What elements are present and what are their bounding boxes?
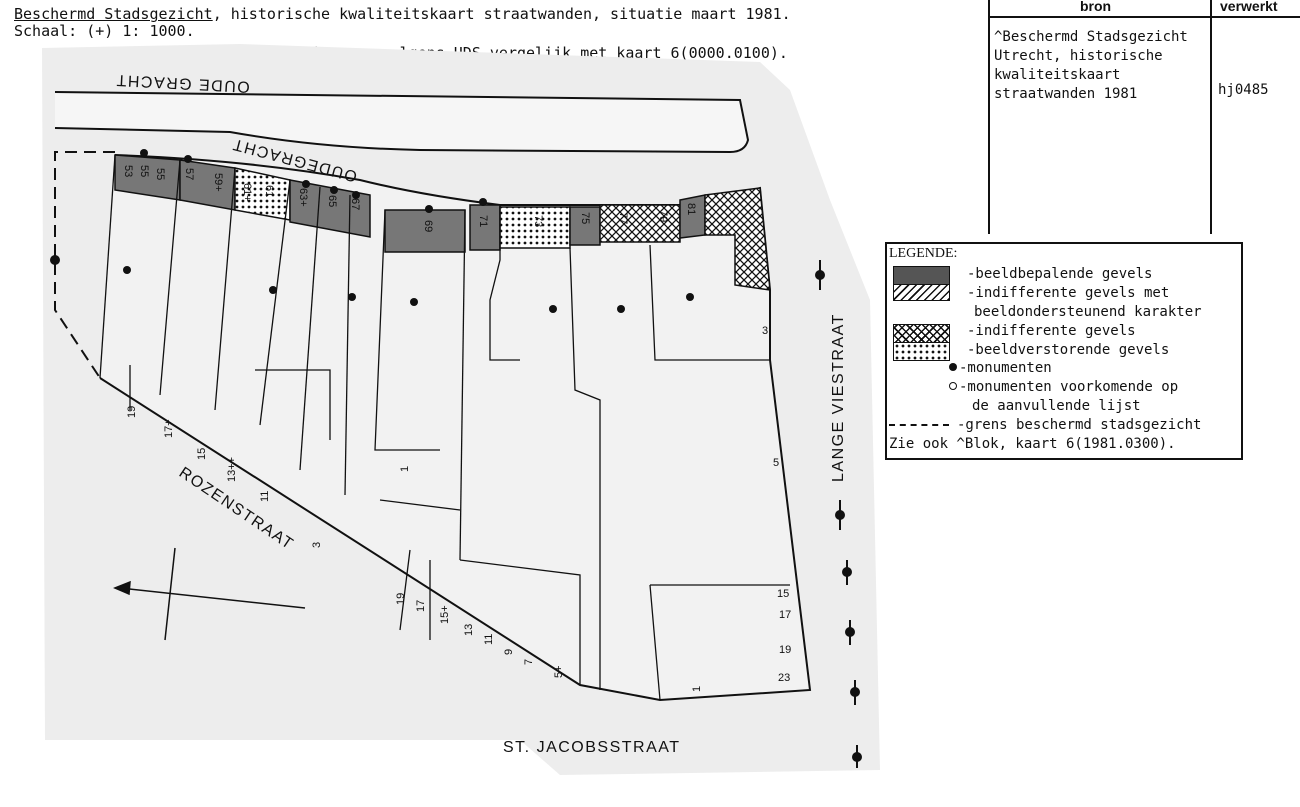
column-header-bron: bron [1080, 0, 1112, 14]
house-number: 75 [579, 212, 591, 224]
house-number: 3 [311, 542, 323, 548]
legend-item: -indifferente gevels [967, 323, 1136, 339]
swatch-beeldverstorend [893, 342, 950, 361]
legend-item: -monumenten voorkomende op [959, 379, 1179, 395]
house-number: 9 [503, 649, 515, 655]
house-number: 1 [691, 686, 703, 692]
house-number: 11 [483, 634, 495, 645]
legend-title: LEGENDE: [889, 246, 958, 261]
house-number: 3 [762, 325, 768, 337]
canal-edge [54, 91, 750, 154]
legend-item: -grens beschermd stadsgezicht [957, 417, 1202, 433]
source-line: Utrecht, historische [994, 48, 1163, 64]
house-number: 17 [415, 600, 427, 612]
house-number: 15 [196, 448, 208, 460]
house-number: 77 [617, 212, 629, 224]
house-number: 1 [399, 466, 411, 472]
house-number: 61 [263, 185, 275, 197]
house-number: 5 [773, 457, 779, 469]
house-number: 17 [779, 609, 791, 621]
source-line: kwaliteitskaart [994, 67, 1121, 83]
swatch-indifferent-beeldondersteunend [893, 284, 950, 301]
legend-item: -indifferente gevels met [967, 285, 1170, 301]
legend-item: de aanvullende lijst [972, 398, 1141, 414]
legend-see-also: Zie ook ^Blok, kaart 6(1981.0300). [889, 436, 1176, 452]
house-number: 13 [463, 624, 475, 636]
facades [114, 154, 771, 291]
house-number: 57 [183, 168, 195, 180]
legend-item: -monumenten [959, 360, 1052, 376]
house-number: 7 [523, 659, 535, 665]
house-number: 55 [154, 168, 166, 180]
house-number: 11 [259, 491, 271, 502]
processed-code: hj0485 [1218, 82, 1269, 98]
source-description: ^Beschermd Stadsgezicht Utrecht, histori… [994, 28, 1214, 104]
house-number: 17+ [163, 419, 175, 438]
house-number: 65 [326, 195, 338, 207]
house-number: 61+ [241, 183, 253, 202]
legend-item: -beeldbepalende gevels [967, 266, 1153, 282]
house-number: 19 [126, 406, 138, 418]
legend-item: beeldondersteunend karakter [974, 304, 1202, 320]
source-line: ^Beschermd Stadsgezicht [994, 29, 1188, 45]
source-line: straatwanden 1981 [994, 86, 1138, 102]
legend: LEGENDE: -beeldbepalende gevels -indiffe… [885, 242, 1243, 460]
monument-icon [949, 363, 957, 371]
house-number: 5+ [553, 665, 565, 678]
swatch-beeldbepalende [893, 266, 950, 285]
house-number: 63+ [297, 188, 309, 207]
house-number: 79 [657, 210, 669, 222]
house-number: 23 [778, 672, 790, 684]
house-number: 59+ [212, 173, 224, 192]
house-number: 67 [349, 198, 361, 210]
house-number: 15+ [439, 605, 451, 624]
house-number: 15 [777, 588, 789, 600]
boundary-line-icon [889, 424, 949, 426]
house-number: 55 [138, 165, 150, 177]
house-number: 73 [532, 215, 544, 227]
street-label-lange-viestraat: LANGE VIESTRAAT [830, 313, 847, 482]
house-number: 71 [477, 215, 489, 227]
source-table: bron verwerkt ^Beschermd Stadsgezicht Ut… [988, 0, 1300, 234]
house-number: 19 [395, 593, 407, 605]
monument-markers [123, 149, 694, 313]
protection-boundary-dashed [54, 151, 115, 379]
house-number: 81 [685, 203, 697, 215]
parcel-lines [99, 154, 790, 701]
legend-item: -beeldverstorende gevels [967, 342, 1170, 358]
house-number: 53 [122, 165, 134, 177]
street-label-st-jacobsstraat: ST. JACOBSSTRAAT [503, 739, 681, 756]
house-number: 69 [422, 220, 434, 232]
house-number: 19 [779, 644, 791, 656]
orientation-arrow [113, 547, 306, 641]
map-title: Beschermd Stadsgezicht, historische kwal… [14, 5, 791, 23]
column-header-verwerkt: verwerkt [1220, 0, 1278, 14]
swatch-indifferent [893, 324, 950, 343]
map-scale: Schaal: (+) 1: 1000. [14, 22, 195, 40]
boundary-markers-right [50, 245, 862, 768]
supplementary-monument-icon [949, 382, 957, 390]
house-number: 13++ [226, 457, 238, 482]
